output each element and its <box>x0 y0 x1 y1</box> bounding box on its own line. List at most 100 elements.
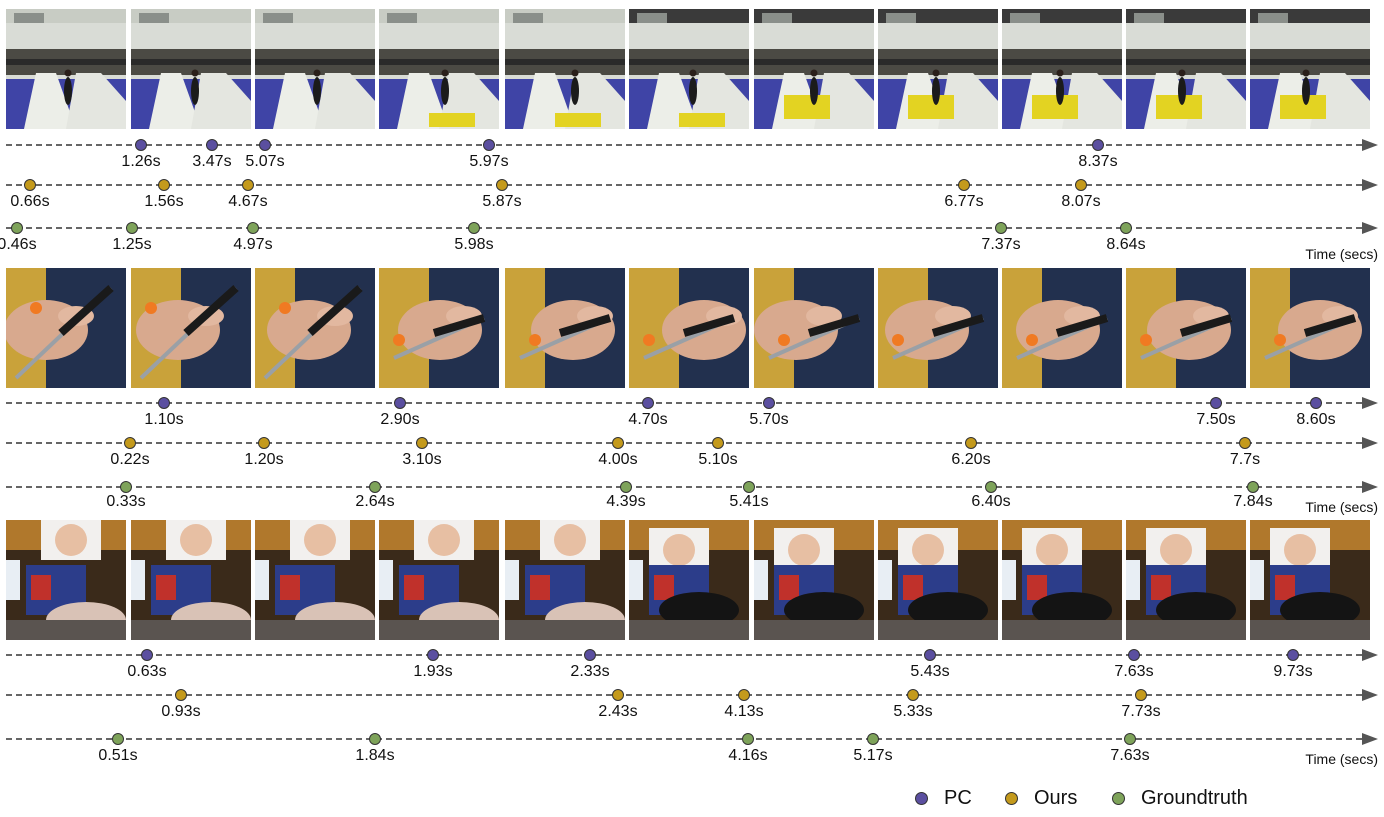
legend-groundtruth-label: Groundtruth <box>1141 786 1248 809</box>
groundtruth-marker <box>11 222 23 234</box>
groundtruth-marker <box>743 481 755 493</box>
marker-time-label: 2.64s <box>355 493 395 510</box>
ours-marker <box>258 437 270 449</box>
marker-time-label: 4.97s <box>233 236 273 253</box>
marker-time-label: 7.37s <box>981 236 1021 253</box>
pc-marker <box>427 649 439 661</box>
arrow-right-icon <box>1362 733 1378 745</box>
marker-time-label: 7.50s <box>1196 411 1236 428</box>
video-frame <box>505 520 625 640</box>
marker-time-label: 2.90s <box>380 411 420 428</box>
timeline-groundtruth <box>6 221 1378 235</box>
marker-time-label: 0.51s <box>98 747 138 764</box>
arrow-right-icon <box>1362 397 1378 409</box>
timeline-axis <box>6 694 1362 696</box>
pc-marker <box>642 397 654 409</box>
pc-marker <box>158 397 170 409</box>
marker-time-label: 1.56s <box>144 193 184 210</box>
marker-time-label: 5.41s <box>729 493 769 510</box>
marker-time-label: 7.63s <box>1110 747 1150 764</box>
ours-marker <box>158 179 170 191</box>
marker-time-label: 4.16s <box>728 747 768 764</box>
video-frame <box>255 520 375 640</box>
video-frame <box>6 9 126 129</box>
legend-pc: PC <box>915 786 972 810</box>
marker-time-label: 5.07s <box>245 153 285 170</box>
ours-marker <box>958 179 970 191</box>
video-frame <box>505 9 625 129</box>
marker-time-label: 0.22s <box>110 451 150 468</box>
video-frame <box>1002 520 1122 640</box>
video-frame <box>1002 9 1122 129</box>
arrow-right-icon <box>1362 649 1378 661</box>
pc-marker <box>483 139 495 151</box>
timeline-axis <box>6 227 1362 229</box>
groundtruth-marker <box>985 481 997 493</box>
video-frame <box>1250 9 1370 129</box>
arrow-right-icon <box>1362 222 1378 234</box>
video-frame <box>505 268 625 388</box>
marker-time-label: 3.47s <box>192 153 232 170</box>
marker-time-label: 0.63s <box>127 663 167 680</box>
marker-time-label: 1.84s <box>355 747 395 764</box>
marker-time-label: 4.39s <box>606 493 646 510</box>
marker-time-label: 0.33s <box>106 493 146 510</box>
marker-time-label: 1.20s <box>244 451 284 468</box>
marker-time-label: 8.37s <box>1078 153 1118 170</box>
marker-time-label: 4.13s <box>724 703 764 720</box>
ours-marker <box>124 437 136 449</box>
ours-marker <box>1239 437 1251 449</box>
ours-marker <box>712 437 724 449</box>
timeline-ours <box>6 178 1378 192</box>
timeline-ours <box>6 688 1378 702</box>
marker-time-label: 1.25s <box>112 236 152 253</box>
video-frame <box>379 268 499 388</box>
marker-time-label: 4.70s <box>628 411 668 428</box>
video-frame <box>1002 268 1122 388</box>
video-frame <box>6 268 126 388</box>
marker-time-label: 4.00s <box>598 451 638 468</box>
pc-dot-icon <box>915 791 928 805</box>
time-axis-label: Time (secs) <box>1305 751 1378 767</box>
marker-time-label: 5.33s <box>893 703 933 720</box>
video-frame <box>379 520 499 640</box>
timeline-groundtruth <box>6 732 1378 746</box>
pc-marker <box>394 397 406 409</box>
video-frame <box>379 9 499 129</box>
groundtruth-marker <box>742 733 754 745</box>
marker-time-label: 2.43s <box>598 703 638 720</box>
pc-marker <box>1092 139 1104 151</box>
legend-ours-label: Ours <box>1034 786 1078 809</box>
marker-time-label: 8.07s <box>1061 193 1101 210</box>
video-frame <box>1250 268 1370 388</box>
groundtruth-marker <box>468 222 480 234</box>
timeline-axis <box>6 184 1362 186</box>
video-frame <box>131 268 251 388</box>
marker-time-label: 6.77s <box>944 193 984 210</box>
marker-time-label: 7.84s <box>1233 493 1273 510</box>
video-frame <box>754 520 874 640</box>
marker-time-label: 0.66s <box>10 193 50 210</box>
video-frame <box>255 9 375 129</box>
video-frame <box>6 520 126 640</box>
groundtruth-dot-icon <box>1112 791 1125 805</box>
marker-time-label: 5.10s <box>698 451 738 468</box>
arrow-right-icon <box>1362 481 1378 493</box>
arrow-right-icon <box>1362 437 1378 449</box>
ours-marker <box>416 437 428 449</box>
marker-time-label: 3.10s <box>402 451 442 468</box>
pc-marker <box>206 139 218 151</box>
ours-marker <box>612 689 624 701</box>
pc-marker <box>1287 649 1299 661</box>
time-axis-label: Time (secs) <box>1305 246 1378 262</box>
marker-time-label: 0.93s <box>161 703 201 720</box>
marker-time-label: 5.70s <box>749 411 789 428</box>
groundtruth-marker <box>247 222 259 234</box>
video-frame <box>878 268 998 388</box>
timeline-axis <box>6 486 1362 488</box>
marker-time-label: 7.73s <box>1121 703 1161 720</box>
groundtruth-marker <box>1120 222 1132 234</box>
marker-time-label: 1.10s <box>144 411 184 428</box>
marker-time-label: 6.40s <box>971 493 1011 510</box>
